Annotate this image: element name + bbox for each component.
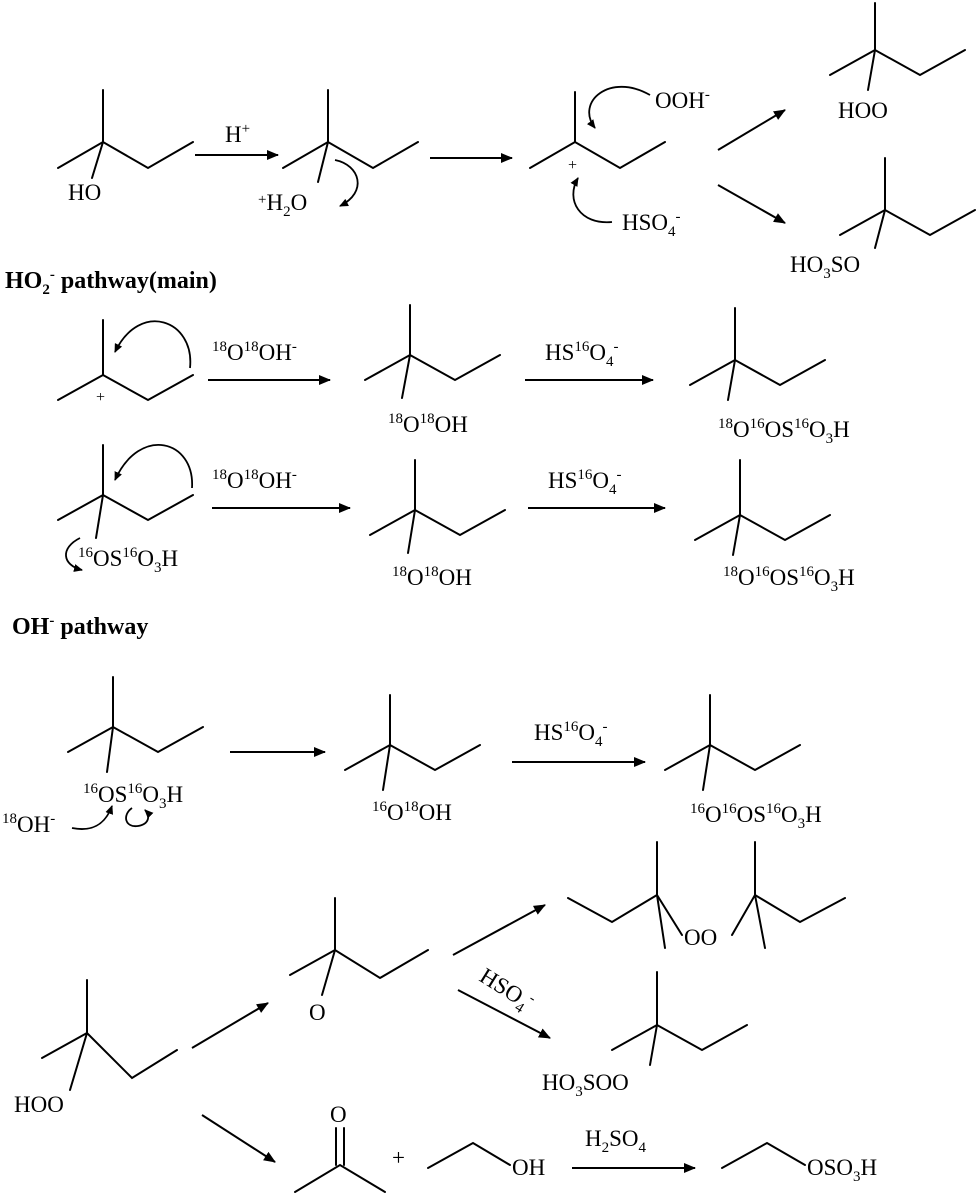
hydroxyl-label: HO [68, 180, 101, 205]
tert-amyl-hydroperoxide: HOO [829, 2, 966, 123]
attack-arrow-row2 [114, 444, 193, 489]
tert-amyl-sulfate: HO3SO [790, 157, 976, 282]
labeled-peroxysulfate-row2: 18O16OS16O3H [694, 459, 855, 595]
tert-amyl-carbocation: + OOH- HSO4- [529, 85, 710, 240]
labeled-sulfate-label-oh-product: 16O16OS16O3H [690, 801, 822, 832]
cation-charge-row1: + [96, 389, 105, 406]
oh-pathway-heading: OH- pathway [12, 613, 148, 640]
hso4-attack-arrow [570, 177, 613, 223]
labeled-peroxysulfate-row1: 18O16OS16O3H [689, 307, 850, 447]
labeled-sulfate-label-row2-product: 18O16OS16O3H [723, 564, 855, 595]
leaving-group-arrow-row2 [65, 537, 83, 572]
tert-amyl-alcohol: HO [57, 89, 194, 205]
carbocation-row1: + [57, 319, 194, 406]
arrow-row2-step2: HS16O4- [528, 467, 666, 513]
cation-charge: + [568, 157, 577, 174]
di-tert-amyl-peroxide: OO [567, 841, 846, 950]
labeled-sulfate-label-row1: 18O16OS16O3H [718, 416, 850, 447]
ethanol: OH [427, 1141, 545, 1180]
branch-arrows-top [717, 109, 786, 224]
attack-arrow-row1 [114, 320, 192, 369]
leaving-group-arrow [334, 159, 359, 207]
arrows-from-epoxide: HSO4- [452, 904, 551, 1039]
epoxide: O [289, 897, 429, 1025]
labeled-peroxysulfate-oh-row: 16O16OS16O3H [664, 694, 822, 832]
acetone: O [294, 1102, 386, 1193]
labeled-bisulfate-reagent-oh: HS16O4- [534, 719, 608, 750]
ethyl-sulfate-label: OSO3H [807, 1155, 877, 1185]
so-cleavage-arrow [125, 807, 154, 827]
carbonyl-oxygen: O [330, 1102, 347, 1127]
labeled-hydroperoxide-row2: 18O18OH [369, 459, 506, 590]
protonated-alcohol: +H2O [258, 89, 419, 220]
tert-amyl-hydroperoxide-bottom: HOO [14, 979, 178, 1117]
arrow-to-epoxide [191, 1002, 269, 1049]
tert-amyl-sulfate-oh-row: 16OS16O3H 18OH- [2, 676, 204, 837]
proton-label: H+ [225, 121, 250, 147]
hydroperoxy-label: HOO [838, 98, 888, 123]
ho2-pathway-heading: HO2- pathway(main) [5, 267, 217, 298]
labeled-hydroperoxide-reagent: 18O18OH- [212, 339, 297, 365]
bisulfate-label-bottom: HSO4- [473, 962, 539, 1019]
hydroxide-attack-arrow [71, 805, 113, 830]
labeled-peroxy-label-oh: 16O18OH [372, 799, 452, 825]
oxonium-label: +H2O [258, 190, 307, 220]
hydroperoxy-label-bottom: HOO [14, 1092, 64, 1117]
labeled-bisulfate-reagent-row1: HS16O4- [545, 339, 619, 370]
labeled-sulfate-label-oh: 16OS16O3H [83, 781, 183, 812]
arrow-row1-step1: 18O18OH- [208, 339, 331, 385]
sulfate-label: HO3SO [790, 252, 860, 282]
bisulfate-anion: HSO4- [622, 209, 681, 240]
labeled-hydroxide-anion: 18OH- [2, 811, 55, 837]
labeled-peroxy-label-row1: 18O18OH [388, 411, 468, 437]
protonation-arrow: H+ [195, 121, 279, 160]
labeled-sulfate-label-row2: 16OS16O3H [78, 545, 178, 576]
ethanol-hydroxyl: OH [512, 1155, 545, 1180]
labeled-hydroperoxide-reagent-row2: 18O18OH- [212, 467, 297, 493]
arrow-to-fragmentation [201, 1114, 276, 1163]
arrow-oh-step2: HS16O4- [512, 719, 646, 767]
sulfuric-acid-label: H2SO4 [585, 1126, 647, 1156]
labeled-hydroperoxide-row1: 18O18OH [364, 304, 501, 437]
epoxide-oxygen: O [309, 1000, 326, 1025]
tert-amyl-peroxysulfate: HO3SOO [542, 971, 748, 1100]
labeled-peroxy-label-row2: 18O18OH [392, 564, 472, 590]
plus-sign: + [392, 1145, 405, 1170]
peroxysulfate-label: HO3SOO [542, 1070, 629, 1100]
arrow-sulfation: H2SO4 [572, 1126, 696, 1173]
labeled-bisulfate-reagent-row2: HS16O4- [548, 467, 622, 498]
hydroperoxide-anion: OOH- [655, 87, 710, 113]
ooh-attack-arrow [586, 85, 651, 129]
peroxide-linkage: OO [684, 925, 717, 950]
arrow-row1-step2: HS16O4- [525, 339, 654, 385]
ethyl-sulfate: OSO3H [721, 1141, 877, 1185]
tert-amyl-sulfate-row2: 16OS16O3H [57, 444, 194, 576]
labeled-hydroperoxide-oh-row: 16O18OH [344, 694, 481, 825]
arrow-row2-step1: 18O18OH- [212, 467, 351, 513]
